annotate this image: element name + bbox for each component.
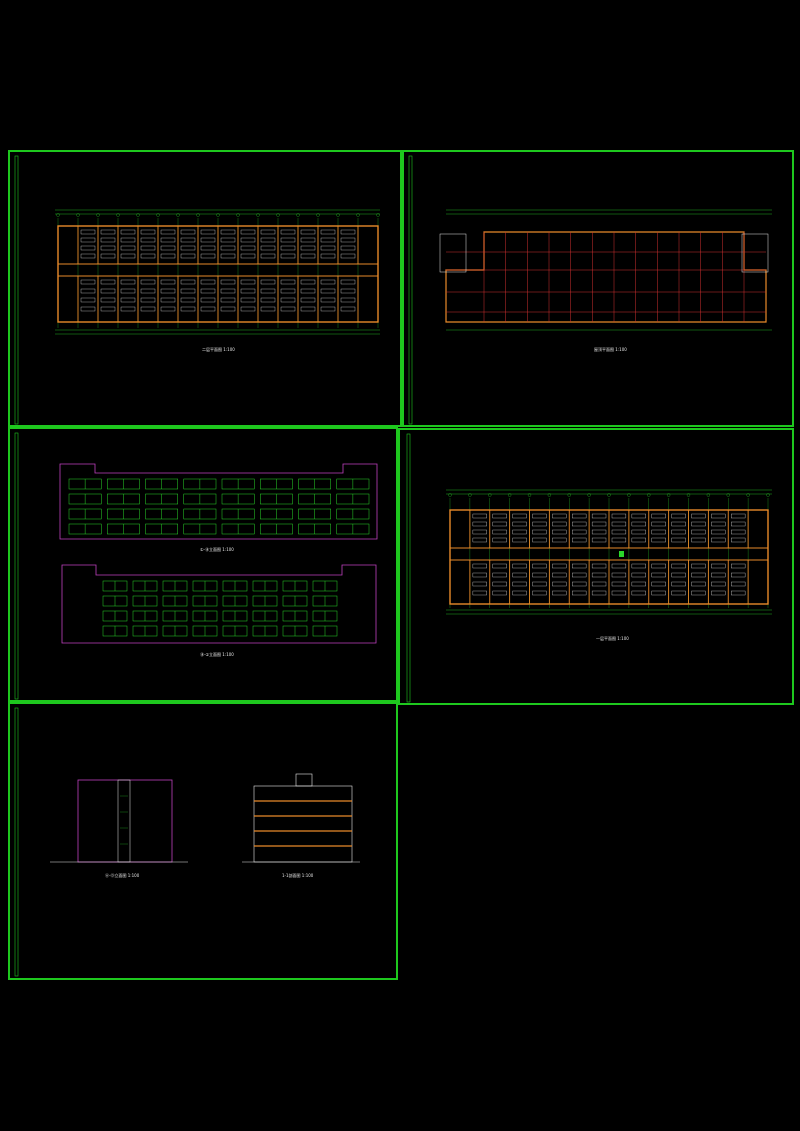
sheet-3-caption-b: ⑱-①立面图 1:100 — [200, 651, 234, 657]
sheet-2-caption: 屋顶平面图 1:100 — [594, 346, 627, 352]
sheet-side-elevation-section: Ⓐ-Ⓓ立面图 1:100 1-1剖面图 1:100 — [8, 702, 398, 980]
roof-plan-drawing: 屋顶平面图 1:100 — [408, 155, 772, 425]
sheet-floor-plan-ground: 一层平面图 1:100 — [398, 428, 794, 705]
sheet-4-caption: 一层平面图 1:100 — [596, 635, 629, 641]
sheet-elevations: ①-⑱立面图 1:100 ⑱-①立面图 1:100 — [8, 427, 398, 702]
sheet-roof-plan: 屋顶平面图 1:100 — [402, 150, 794, 427]
side-elevation-section-drawing: Ⓐ-Ⓓ立面图 1:100 1-1剖面图 1:100 — [14, 707, 360, 977]
elevations-drawing: ①-⑱立面图 1:100 ⑱-①立面图 1:100 — [14, 432, 378, 700]
sheet-3-caption-a: ①-⑱立面图 1:100 — [200, 546, 234, 552]
sheet-5-caption-b: 1-1剖面图 1:100 — [282, 872, 314, 878]
sheet-5-caption-a: Ⓐ-Ⓓ立面图 1:100 — [105, 872, 140, 878]
sheet-floor-plan-upper: 二层平面图 1:100 — [8, 150, 402, 427]
sheet-1-caption: 二层平面图 1:100 — [202, 346, 235, 352]
floor-plan-ground-drawing: 一层平面图 1:100 — [406, 433, 772, 703]
floor-plan-upper-drawing: 二层平面图 1:100 — [14, 155, 380, 425]
